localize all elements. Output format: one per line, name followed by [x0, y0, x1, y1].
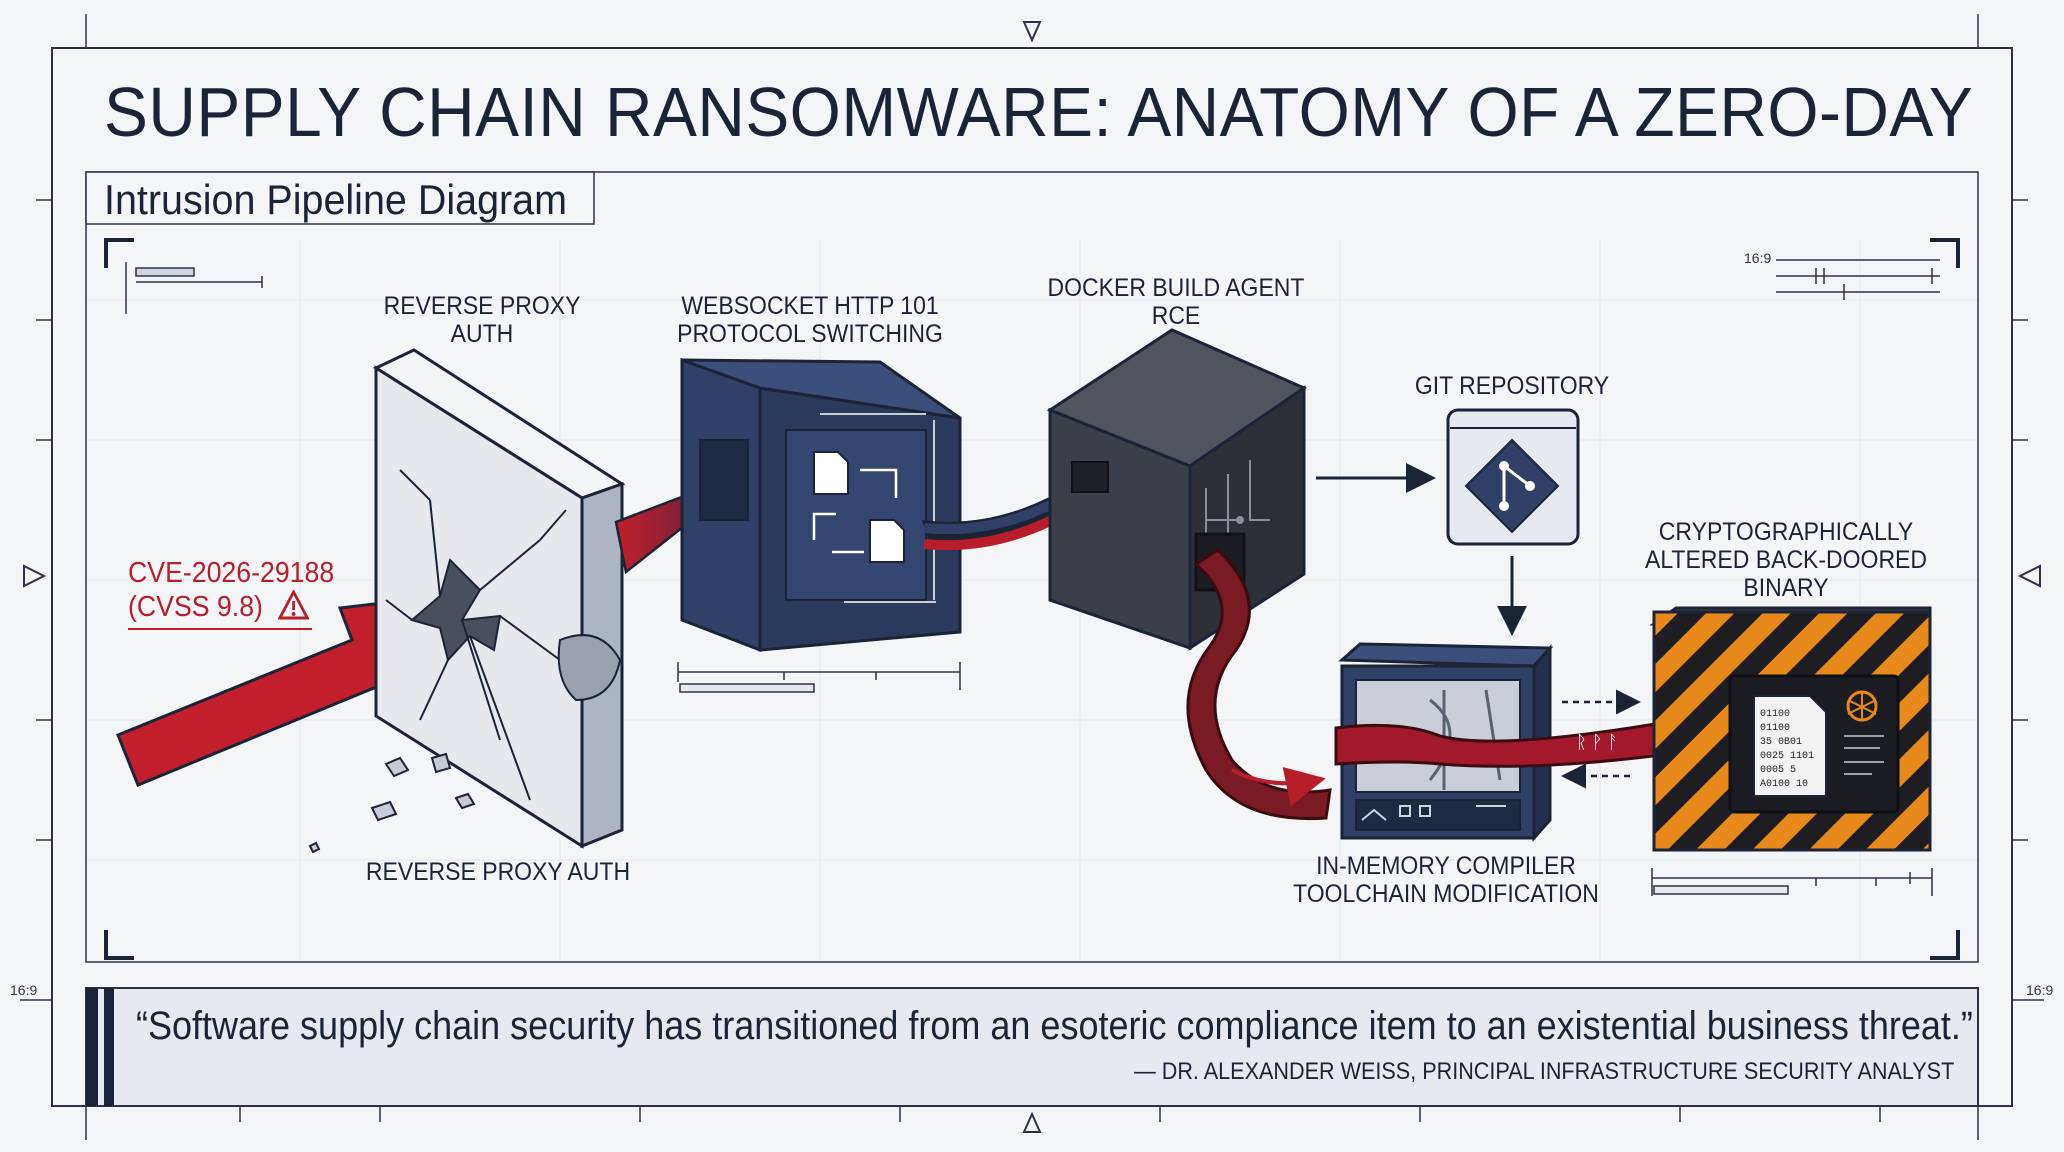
- frame-ticks: [36, 199, 2028, 1122]
- ruler-under-server: [677, 662, 961, 693]
- node-label-git-repository: GIT REPOSITORY: [1415, 372, 1609, 400]
- compiler-machine-icon: [1338, 642, 1554, 842]
- svg-text:A0100 10: A0100 10: [1760, 779, 1808, 790]
- label-line: IN-MEMORY COMPILER: [1316, 852, 1576, 880]
- cve-score: (CVSS 9.8): [128, 591, 263, 623]
- subtitle-tab: [85, 171, 595, 225]
- label-line: ALTERED BACK-DOORED: [1644, 546, 1928, 574]
- node-label-backdoored-binary: CRYPTOGRAPHICALLY ALTERED BACK-DOORED BI…: [1645, 518, 1927, 602]
- svg-text:ᚱ ᚹ ᚨ: ᚱ ᚹ ᚨ: [1576, 732, 1618, 752]
- node-label-websocket: WEBSOCKET HTTP 101 PROTOCOL SWITCHING: [677, 292, 943, 348]
- cve-score-row: (CVSS 9.8): [128, 588, 334, 624]
- biohazard-container-icon: 01100 01100 35 0B01 0025 1101 0005 5 A01…: [1649, 606, 1932, 852]
- svg-text:35 0B01: 35 0B01: [1760, 737, 1802, 748]
- quote-box: [85, 987, 1979, 1107]
- label-line: BINARY: [1743, 574, 1829, 602]
- label-line: PROTOCOL SWITCHING: [677, 320, 943, 348]
- warning-triangle-icon: [277, 588, 310, 620]
- node-bottom-label-reverse-proxy: REVERSE PROXY AUTH: [365, 858, 631, 886]
- inner-panel: [85, 171, 1979, 963]
- aspect-ratio-label-right: 16:9: [2026, 982, 2054, 998]
- build-agent-box-icon: [1046, 328, 1308, 651]
- aspect-ratio-label: 16:9: [1744, 250, 1772, 266]
- ruler-top-left: [125, 262, 263, 314]
- svg-text:01100: 01100: [1760, 709, 1790, 720]
- cracked-wall-icon: [308, 348, 626, 854]
- cve-id: CVE-2026-29188: [128, 557, 335, 589]
- cve-callout: CVE-2026-29188 (CVSS 9.8): [128, 556, 334, 630]
- label-line: GIT REPOSITORY: [1414, 372, 1610, 400]
- aspect-ratio-label-left: 16:9: [10, 982, 38, 998]
- quote-text: “Software supply chain security has tran…: [136, 1004, 1973, 1048]
- corner-brackets: [104, 238, 1960, 960]
- malware-tendril: [1186, 548, 1332, 821]
- page-subtitle: Intrusion Pipeline Diagram: [104, 176, 568, 223]
- svg-text:0025 1101: 0025 1101: [1760, 751, 1814, 762]
- label-line: AUTH: [450, 320, 514, 348]
- label-line: DOCKER BUILD AGENT: [1047, 274, 1305, 302]
- node-label-docker-build-agent: DOCKER BUILD AGENT RCE: [1048, 274, 1305, 330]
- node-label-compiler: IN-MEMORY COMPILER TOOLCHAIN MODIFICATIO…: [1293, 852, 1599, 908]
- label-line: RCE: [1151, 302, 1201, 330]
- svg-text:01100: 01100: [1760, 723, 1790, 734]
- ruler-under-binary: [1651, 868, 1933, 896]
- git-logo-icon: [1446, 408, 1580, 546]
- svg-text:0005 5: 0005 5: [1760, 765, 1796, 776]
- label-line: REVERSE PROXY: [383, 292, 581, 320]
- server-rack-icon: [680, 357, 962, 653]
- cve-underline: [128, 628, 312, 630]
- label-line: CRYPTOGRAPHICALLY: [1658, 518, 1914, 546]
- node-label-reverse-proxy: REVERSE PROXY AUTH: [384, 292, 581, 348]
- label-line: WEBSOCKET HTTP 101: [681, 292, 939, 320]
- page-title: SUPPLY CHAIN RANSOMWARE: ANATOMY OF A ZE…: [104, 73, 1974, 151]
- ruler-top-right: [1776, 259, 1940, 300]
- label-line: TOOLCHAIN MODIFICATION: [1293, 880, 1599, 908]
- quote-attribution: — DR. ALEXANDER WEISS, PRINCIPAL INFRAST…: [1133, 1058, 1954, 1085]
